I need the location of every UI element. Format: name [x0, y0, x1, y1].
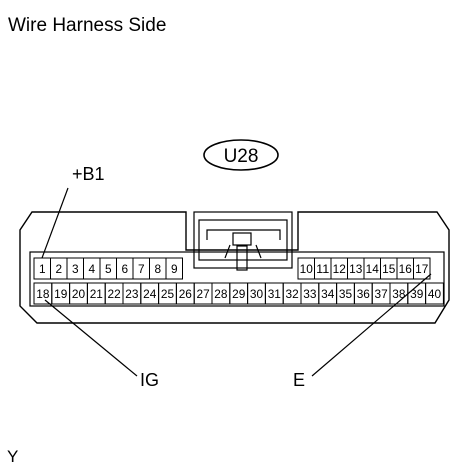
terminal-number: 14	[366, 262, 380, 276]
terminal-number: 7	[138, 262, 145, 276]
terminal-number: 22	[108, 287, 122, 301]
terminal-number: 1	[39, 262, 46, 276]
terminal-number: 36	[357, 287, 371, 301]
b1-callout: +B1	[72, 164, 105, 184]
terminal-number: 2	[55, 262, 62, 276]
terminal-number: 25	[161, 287, 175, 301]
terminal-number: 32	[286, 287, 300, 301]
e-leader-line	[311, 273, 432, 377]
terminal-number: 13	[349, 262, 363, 276]
ig-leader-line	[44, 299, 138, 377]
terminal-number: 5	[105, 262, 112, 276]
terminal-number: 38	[392, 287, 406, 301]
terminal-number: 29	[232, 287, 246, 301]
terminal-number: 3	[72, 262, 79, 276]
terminal-number: 30	[250, 287, 264, 301]
terminal-number: 27	[197, 287, 211, 301]
terminal-number: 17	[415, 262, 429, 276]
terminal-number: 28	[214, 287, 228, 301]
e-callout: E	[293, 370, 305, 390]
ig-callout: IG	[140, 370, 159, 390]
terminal-number: 35	[339, 287, 353, 301]
diagram-title: Wire Harness Side	[8, 15, 167, 36]
terminal-number: 21	[90, 287, 104, 301]
terminal-cell	[425, 282, 444, 305]
terminal-number: 19	[54, 287, 68, 301]
terminal-number: 39	[410, 287, 424, 301]
connector-housing	[19, 211, 450, 324]
terminal-number: 37	[375, 287, 389, 301]
terminal-number: 23	[125, 287, 139, 301]
terminal-number: 31	[268, 287, 282, 301]
terminal-number: 26	[179, 287, 193, 301]
terminal-cell	[413, 257, 431, 280]
terminal-number: 11	[316, 262, 330, 276]
connector-label-oval	[203, 139, 279, 171]
terminal-number: 10	[300, 262, 314, 276]
terminal-number: 9	[171, 262, 178, 276]
terminal-number: 24	[143, 287, 157, 301]
terminal-cell	[165, 257, 183, 280]
connector-label: U28	[224, 146, 259, 167]
terminal-number: 6	[121, 262, 128, 276]
terminal-number: 18	[36, 287, 50, 301]
terminal-number: 34	[321, 287, 335, 301]
footer-mark: Y	[7, 447, 19, 466]
terminal-number: 12	[333, 262, 347, 276]
center-latch	[193, 211, 293, 271]
terminal-number: 16	[399, 262, 413, 276]
b1-leader-line	[41, 187, 69, 259]
terminal-number: 8	[154, 262, 161, 276]
terminal-number: 40	[428, 287, 442, 301]
terminal-number: 15	[382, 262, 396, 276]
terminal-number: 33	[303, 287, 317, 301]
terminal-number: 20	[72, 287, 86, 301]
terminal-number: 4	[88, 262, 95, 276]
